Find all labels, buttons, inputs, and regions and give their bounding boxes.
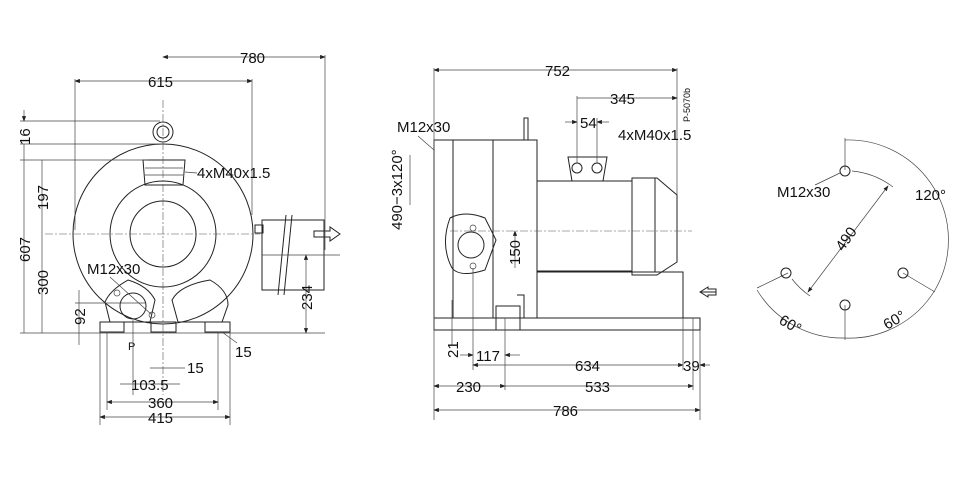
dim-300: 300 <box>35 270 52 295</box>
bolt-label: M12x30 <box>397 119 450 136</box>
port-thread-label: 4xM40x1.5 <box>618 127 691 144</box>
dim-230: 230 <box>456 379 481 396</box>
dim-615: 615 <box>148 74 173 91</box>
dim-415: 415 <box>148 410 173 427</box>
dim-15-foot: 15 <box>235 344 252 361</box>
terminal-box <box>567 156 608 182</box>
angle-120: 120° <box>915 187 946 204</box>
flow-arrow-icon <box>313 226 341 242</box>
foot-right <box>171 279 229 323</box>
flange <box>445 213 497 274</box>
bolt-label: M12x30 <box>87 261 140 278</box>
side-view: 752 P-5070b 345 54 4xM40x1.5 M12x30 490−… <box>389 63 717 420</box>
dim-117: 117 <box>476 348 500 365</box>
dim-634: 634 <box>575 358 600 375</box>
bolt-hole <box>839 165 851 177</box>
port-boss <box>142 159 186 186</box>
dim-16: 16 <box>17 128 34 145</box>
dim-103-5: 103.5 <box>131 377 169 394</box>
foot-left <box>104 279 156 323</box>
dim-197: 197 <box>35 185 52 210</box>
dim-533: 533 <box>585 379 610 396</box>
fan-cover <box>631 177 678 276</box>
dim-345: 345 <box>610 91 635 108</box>
dim-786: 786 <box>553 403 578 420</box>
front-view: 780 615 16 607 197 300 92 234 M12x30 4xM… <box>17 50 341 427</box>
base-plate <box>433 317 701 331</box>
angle-60-right: 60° <box>881 307 909 333</box>
motor-body <box>536 180 633 272</box>
bolt-hole <box>780 267 792 279</box>
dim-234: 234 <box>299 285 316 310</box>
dim-752: 752 <box>545 63 570 80</box>
bolt-label: M12x30 <box>777 184 830 201</box>
dim-150: 150 <box>507 240 524 265</box>
dim-15-center: 15 <box>187 360 204 377</box>
flange-bolt-pattern: M12x30 490 120° 60° 60° <box>756 138 949 340</box>
dim-780: 780 <box>240 50 265 67</box>
p-label: P <box>128 341 135 353</box>
dim-39: 39 <box>683 358 700 375</box>
bolt-hole <box>897 267 909 279</box>
angle-60-left: 60° <box>776 312 804 338</box>
dim-607: 607 <box>17 237 34 262</box>
drawing-id: P-5070b <box>682 88 692 122</box>
dim-54: 54 <box>580 115 597 132</box>
dim-92: 92 <box>72 308 89 325</box>
port-thread-label: 4xM40x1.5 <box>197 165 270 182</box>
dim-490: 490 <box>832 224 860 254</box>
bolt-pattern-label: 490−3x120° <box>389 149 406 230</box>
dim-21: 21 <box>445 341 462 358</box>
dim-360: 360 <box>148 395 173 412</box>
blower-housing <box>433 139 538 319</box>
bolt-hole <box>839 299 851 311</box>
inlet-arrow-icon <box>699 286 717 298</box>
